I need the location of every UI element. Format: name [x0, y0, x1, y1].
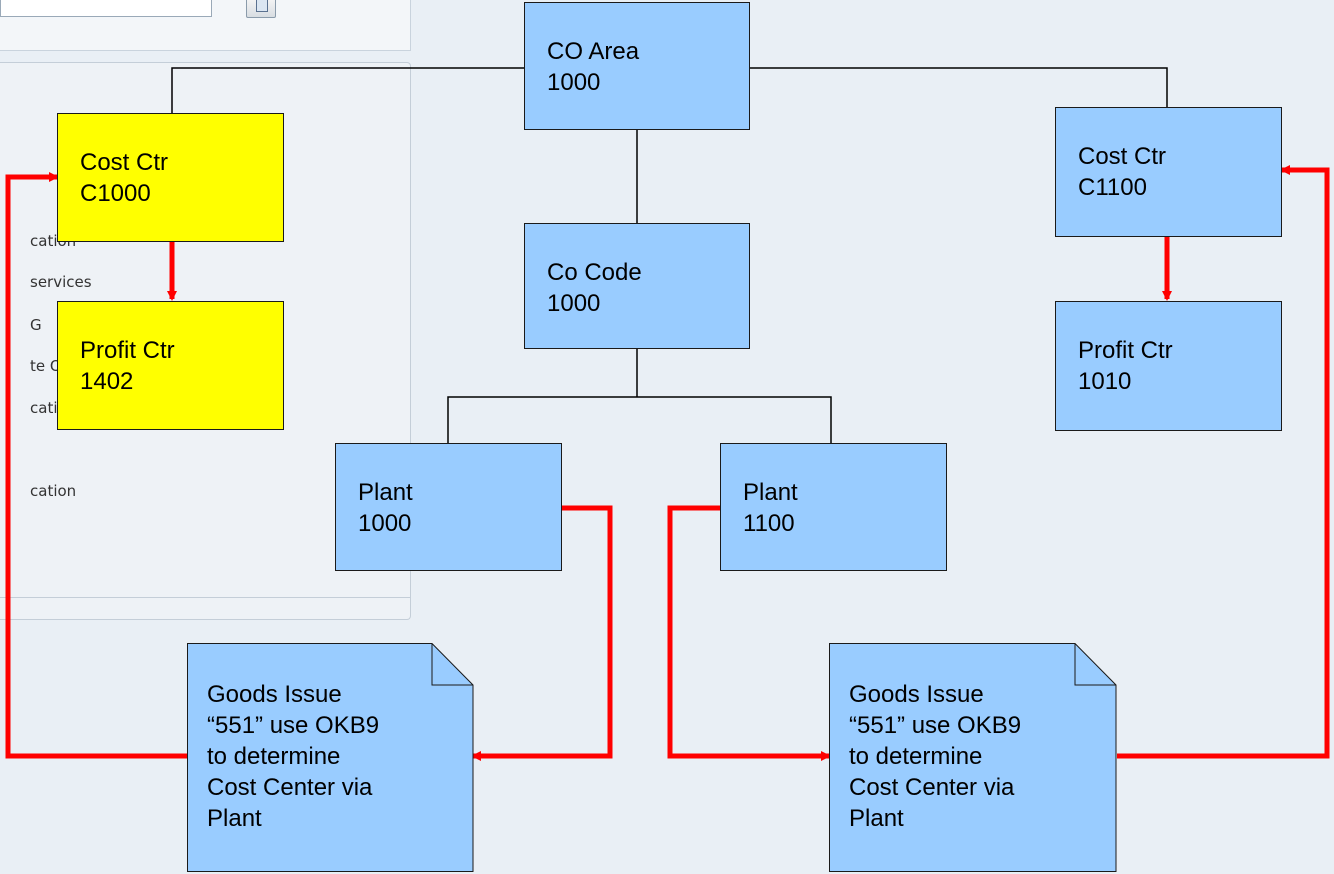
node-value: 1100 [743, 510, 795, 537]
line-cocode-plants [447, 396, 832, 443]
document-line: to determine [849, 743, 983, 770]
node-title: Plant [358, 479, 413, 506]
document-line: Cost Center via [207, 774, 373, 801]
profit-ctr-1010-box: Profit Ctr 1010 [1055, 301, 1282, 431]
edit-icon[interactable] [246, 0, 276, 18]
node-title: CO Area [547, 38, 640, 65]
plant-1000-box: Plant 1000 [335, 443, 562, 571]
line-coarea-costctr-c1100 [750, 67, 1168, 107]
cost-ctr-c1100-box: Cost Ctr C1100 [1055, 107, 1282, 237]
profit-ctr-1402-box: Profit Ctr 1402 [57, 301, 284, 430]
node-value: 1000 [547, 290, 601, 317]
background-text: cation [30, 482, 77, 500]
document-line: “551” use OKB9 [849, 712, 1022, 739]
node-title: Co Code [547, 259, 642, 286]
document-line: Cost Center via [849, 774, 1015, 801]
co-code-box: Co Code 1000 [524, 223, 750, 349]
arrow-doc-left-to-c1000 [5, 172, 187, 759]
background-panel-top [0, 0, 411, 51]
node-title: Cost Ctr [80, 149, 169, 176]
plant-1100-box: Plant 1100 [720, 443, 947, 571]
node-value: C1000 [80, 180, 151, 207]
document-shape-icon [829, 643, 1117, 872]
node-value: 1010 [1078, 368, 1132, 395]
document-line: to determine [207, 743, 341, 770]
node-title: Profit Ctr [1078, 337, 1173, 364]
arrow-plant1100-to-doc-right [667, 505, 831, 761]
goods-issue-document-left: Goods Issue “551” use OKB9 to determine … [187, 643, 474, 872]
hierarchy-lines [171, 67, 1168, 443]
background-text: G [30, 316, 42, 334]
node-title: Plant [743, 479, 798, 506]
document-line: “551” use OKB9 [207, 712, 380, 739]
background-separator [0, 597, 410, 598]
node-value: 1402 [80, 368, 134, 395]
line-coarea-costctr-c1000 [171, 67, 524, 113]
arrow-plant1000-to-doc-left [471, 505, 613, 761]
node-title: Cost Ctr [1078, 143, 1167, 170]
document-line: Goods Issue [207, 681, 342, 708]
cost-ctr-c1000-box: Cost Ctr C1000 [57, 113, 284, 242]
background-text: services [30, 273, 92, 291]
document-line: Plant [849, 805, 904, 832]
document-line: Goods Issue [849, 681, 984, 708]
node-value: C1100 [1078, 174, 1147, 201]
node-value: 1000 [358, 510, 412, 537]
node-title: Profit Ctr [80, 337, 175, 364]
document-line: Plant [207, 805, 262, 832]
goods-issue-document-right: Goods Issue “551” use OKB9 to determine … [829, 643, 1117, 872]
node-value: 1000 [547, 69, 601, 96]
arrow-doc-right-to-c1100 [1117, 165, 1330, 759]
document-shape-icon [187, 643, 474, 872]
background-input-field[interactable] [0, 0, 212, 17]
co-area-box: CO Area 1000 [524, 2, 750, 130]
